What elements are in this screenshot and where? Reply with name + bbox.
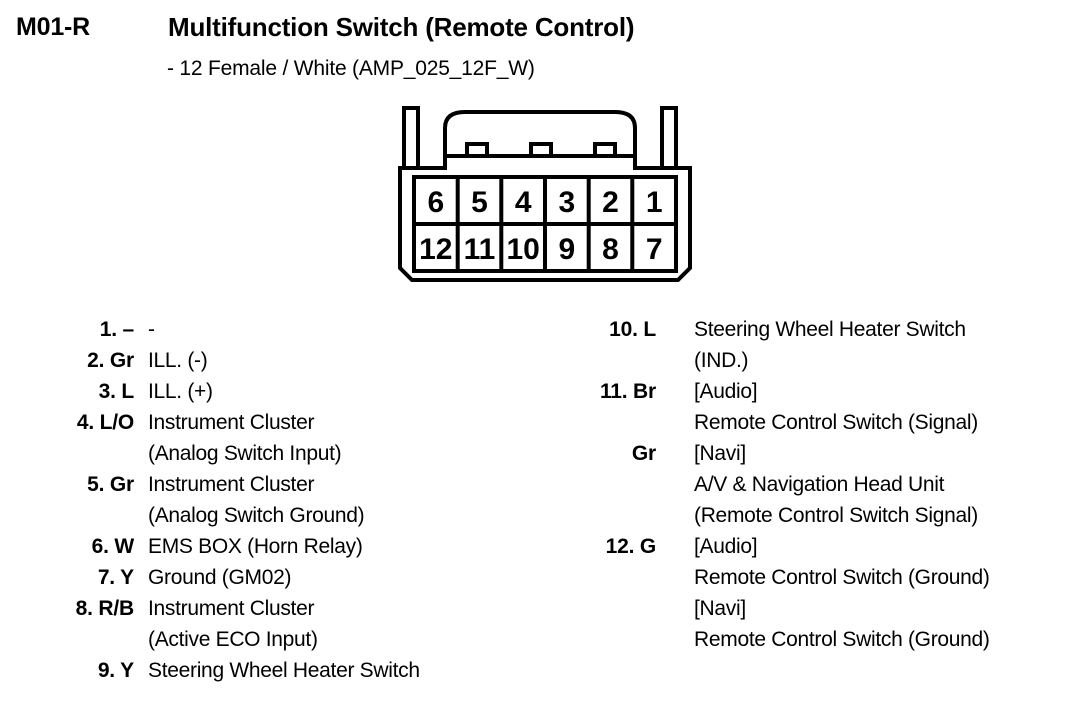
pin-identifier: Gr bbox=[631, 442, 656, 465]
pin-row: Remote Control Switch (Ground) bbox=[560, 624, 1080, 655]
pin-row: [Navi] bbox=[560, 593, 1080, 624]
connector-latch bbox=[443, 110, 637, 158]
page-title: Multifunction Switch (Remote Control) bbox=[168, 12, 635, 42]
pin-identifier: 2. Gr bbox=[87, 349, 134, 372]
pin-description: (IND.) bbox=[694, 349, 749, 372]
connector-code: M01-R bbox=[16, 13, 91, 41]
pin-description: Remote Control Switch (Signal) bbox=[694, 411, 978, 434]
pin-row: (Active ECO Input) bbox=[16, 624, 556, 655]
pin-row: 4. L/O Instrument Cluster bbox=[16, 407, 556, 438]
pin-description: Remote Control Switch (Ground) bbox=[694, 628, 990, 651]
pin-description: Remote Control Switch (Ground) bbox=[694, 566, 990, 589]
pin-identifier: 5. Gr bbox=[87, 473, 134, 496]
pin-description: Instrument Cluster bbox=[148, 473, 315, 496]
cavity-number: 8 bbox=[602, 233, 619, 266]
pin-description: (Remote Control Switch Signal) bbox=[694, 504, 978, 527]
pin-row: 2. Gr ILL. (-) bbox=[16, 345, 556, 376]
pin-identifier: 1. – bbox=[99, 318, 134, 341]
connector-subtitle: - 12 Female / White (AMP_025_12F_W) bbox=[167, 57, 535, 80]
pin-description: Instrument Cluster bbox=[148, 597, 315, 620]
pin-description: [Audio] bbox=[694, 535, 758, 558]
pin-row: 6. W EMS BOX (Horn Relay) bbox=[16, 531, 556, 562]
cavity-number: 1 bbox=[646, 186, 663, 219]
cavity-number: 10 bbox=[507, 233, 540, 266]
cavity-number: 3 bbox=[558, 186, 575, 219]
pin-row: A/V & Navigation Head Unit bbox=[560, 469, 1080, 500]
pin-description: Instrument Cluster bbox=[148, 411, 315, 434]
pin-identifier: 11. Br bbox=[599, 380, 656, 403]
pin-identifier: 6. W bbox=[91, 535, 135, 558]
cavity-number: 5 bbox=[471, 186, 488, 219]
pin-row: Gr [Navi] bbox=[560, 438, 1080, 469]
pin-row: 7. Y Ground (GM02) bbox=[16, 562, 556, 593]
pin-identifier: 7. Y bbox=[97, 566, 134, 589]
pin-row: (Analog Switch Input) bbox=[16, 438, 556, 469]
pin-identifier: 8. R/B bbox=[75, 597, 135, 620]
pin-description: - bbox=[148, 318, 155, 341]
pin-description: Steering Wheel Heater Switch bbox=[148, 659, 420, 682]
connector-diagram: 6 5 4 3 2 1 12 11 10 9 8 7 bbox=[390, 100, 700, 295]
cavity-number: 4 bbox=[515, 186, 532, 219]
pin-description: (Analog Switch Ground) bbox=[148, 504, 365, 527]
cavity-numbers: 6 5 4 3 2 1 12 11 10 9 8 7 bbox=[419, 186, 662, 266]
cavity-number: 11 bbox=[464, 233, 496, 266]
latch-post-left bbox=[402, 106, 420, 170]
pin-row: 11. Br [Audio] bbox=[560, 376, 1080, 407]
pin-identifier: 12. G bbox=[605, 535, 657, 558]
cavity-number: 2 bbox=[602, 186, 619, 219]
pin-list-right: 10. L Steering Wheel Heater Switch (IND.) 1… bbox=[560, 314, 1080, 655]
pin-row: 9. Y Steering Wheel Heater Switch bbox=[16, 655, 556, 686]
pin-description: Ground (GM02) bbox=[148, 566, 292, 589]
pin-row: (IND.) bbox=[560, 345, 1080, 376]
pin-row: 5. Gr Instrument Cluster bbox=[16, 469, 556, 500]
latch-post-right bbox=[660, 106, 678, 170]
pin-description: [Audio] bbox=[694, 380, 758, 403]
pin-description: EMS BOX (Horn Relay) bbox=[148, 535, 363, 558]
cavity-number: 9 bbox=[558, 233, 575, 266]
pin-description: [Navi] bbox=[694, 597, 746, 620]
pin-description: (Active ECO Input) bbox=[148, 628, 318, 651]
pin-description: A/V & Navigation Head Unit bbox=[694, 473, 945, 496]
pin-row: (Remote Control Switch Signal) bbox=[560, 500, 1080, 531]
pin-description: [Navi] bbox=[694, 442, 746, 465]
pin-row: Remote Control Switch (Signal) bbox=[560, 407, 1080, 438]
pin-row: 8. R/B Instrument Cluster bbox=[16, 593, 556, 624]
connector-shell bbox=[398, 154, 692, 282]
pin-identifier: 3. L bbox=[98, 380, 135, 403]
pin-row: 12. G [Audio] bbox=[560, 531, 1080, 562]
pin-description: (Analog Switch Input) bbox=[148, 442, 342, 465]
pin-description: ILL. (-) bbox=[148, 349, 208, 372]
cavity-grid bbox=[412, 175, 678, 273]
pin-identifier: 9. Y bbox=[97, 659, 134, 682]
pin-identifier: 4. L/O bbox=[76, 411, 134, 434]
pin-row: 10. L Steering Wheel Heater Switch bbox=[560, 314, 1080, 345]
pin-description: Steering Wheel Heater Switch bbox=[694, 318, 966, 341]
pin-row: 1. –- bbox=[16, 314, 556, 345]
pin-identifier: 10. L bbox=[609, 318, 656, 341]
cavity-number: 7 bbox=[646, 233, 663, 266]
cavity-number: 12 bbox=[419, 233, 452, 266]
pin-description: ILL. (+) bbox=[148, 380, 213, 403]
pin-row: (Analog Switch Ground) bbox=[16, 500, 556, 531]
pin-row: 3. L ILL. (+) bbox=[16, 376, 556, 407]
header: M01-R Multifunction Switch (Remote Contr… bbox=[0, 0, 1080, 96]
pin-row: Remote Control Switch (Ground) bbox=[560, 562, 1080, 593]
cavity-number: 6 bbox=[427, 186, 444, 219]
